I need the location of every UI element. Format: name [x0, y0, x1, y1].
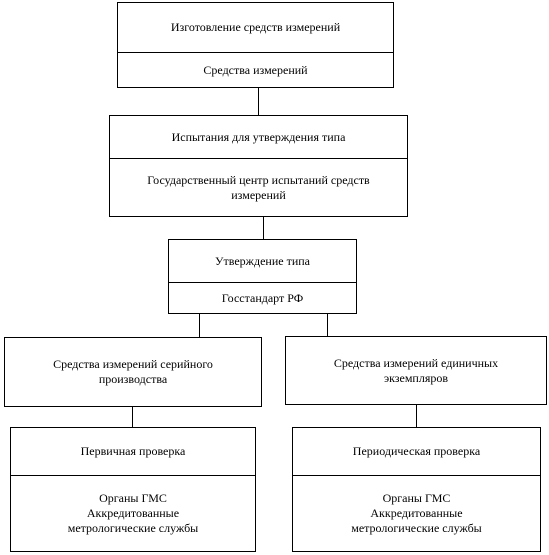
manufacturing-title: Изготовление средств измерений — [170, 20, 341, 34]
type-approval-box: Утверждение типа Госстандарт РФ — [168, 239, 357, 314]
type-approval-subtitle: Госстандарт РФ — [169, 282, 356, 313]
type-testing-box: Испытания для утверждения типа Государст… — [109, 115, 408, 217]
connector-4-right — [416, 405, 417, 427]
serial-production-box: Средства измерений серийного производств… — [4, 337, 262, 407]
serial-production-title: Средства измерений серийного производств… — [53, 357, 213, 386]
primary-check-title: Первичная проверка — [80, 444, 186, 458]
connector-1 — [258, 88, 259, 115]
periodic-check-box: Периодическая проверка Органы ГМС Аккред… — [292, 427, 541, 552]
single-instances-title: Средства измерений единичных экземпляров — [333, 355, 499, 385]
connector-3-right — [327, 314, 328, 336]
connector-4-left — [132, 407, 133, 427]
manufacturing-box: Изготовление средств измерений Средства … — [117, 2, 394, 88]
single-instances-box: Средства измерений единичных экземпляров — [285, 336, 547, 405]
type-testing-subtitle: Государственный центр испытаний средств … — [110, 158, 407, 216]
primary-check-box: Первичная проверка Органы ГМС Аккредитов… — [10, 427, 256, 552]
primary-check-subtitle: Органы ГМС Аккредитованные метрологическ… — [11, 475, 255, 551]
connector-3-left — [199, 314, 200, 337]
periodic-check-subtitle: Органы ГМС Аккредитованные метрологическ… — [293, 475, 540, 551]
type-testing-title: Испытания для утверждения типа — [171, 129, 346, 144]
manufacturing-subtitle: Средства измерений — [118, 52, 393, 87]
type-approval-title: Утверждение типа — [215, 253, 310, 268]
periodic-check-title: Периодическая проверка — [352, 444, 481, 458]
connector-2 — [263, 217, 264, 239]
